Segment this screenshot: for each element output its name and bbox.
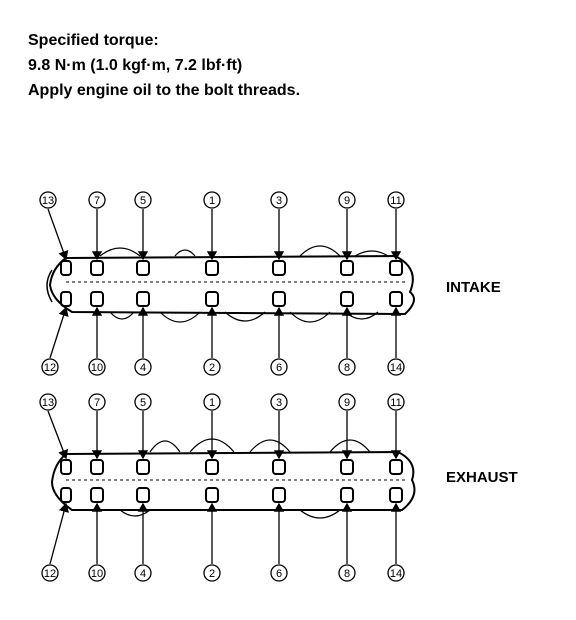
exhaust-bottom-number: 14 xyxy=(390,568,402,580)
exhaust-top-number: 11 xyxy=(390,397,401,409)
exhaust-bottom-number: 10 xyxy=(91,568,103,580)
exhaust-label: EXHAUST xyxy=(446,469,518,486)
exhaust-top-number-circle xyxy=(270,393,288,411)
exhaust-top-number-circle xyxy=(88,393,106,411)
intake-camshaft-holder xyxy=(46,245,415,323)
intake-top-number-circle xyxy=(387,191,405,209)
exhaust-bolt-lower xyxy=(272,487,286,503)
exhaust-top-number-circle xyxy=(338,393,356,411)
exhaust-top-number: 5 xyxy=(140,397,146,409)
exhaust-top-number-circle xyxy=(39,393,57,411)
exhaust-top-number: 13 xyxy=(42,397,54,409)
intake-bolt-upper xyxy=(136,260,150,276)
exhaust-bolt-lower xyxy=(136,487,150,503)
intake-bolt-lower xyxy=(340,291,354,307)
intake-top-number: 7 xyxy=(94,195,100,207)
exhaust-bottom-number-circle xyxy=(88,564,106,582)
exhaust-bolt-upper xyxy=(136,459,150,475)
exhaust-bottom-number: 12 xyxy=(44,568,56,580)
exhaust-bolt-upper xyxy=(340,459,354,475)
intake-bottom-number: 10 xyxy=(91,362,103,374)
exhaust-top-number-circle xyxy=(387,393,405,411)
exhaust-bolt-lower xyxy=(90,487,104,503)
exhaust-bolt-lower xyxy=(389,487,403,503)
intake-bottom-number-circle xyxy=(270,358,288,376)
exhaust-bolt-lower xyxy=(340,487,354,503)
intake-bottom-number: 14 xyxy=(390,362,402,374)
exhaust-bolt-upper xyxy=(272,459,286,475)
intake-bolt-lower xyxy=(136,291,150,307)
intake-top-number-circle xyxy=(203,191,221,209)
intake-bolt-lower xyxy=(90,291,104,307)
intake-top-number: 11 xyxy=(390,195,401,207)
intake-top-number-circle xyxy=(270,191,288,209)
exhaust-bottom-number: 4 xyxy=(140,568,146,580)
exhaust-top-number-circle xyxy=(134,393,152,411)
exhaust-bottom-number-circle xyxy=(134,564,152,582)
intake-top-number: 13 xyxy=(42,195,54,207)
exhaust-camshaft-holder xyxy=(50,438,416,519)
intake-label: INTAKE xyxy=(446,279,501,296)
spec-note: Apply engine oil to the bolt threads. xyxy=(28,82,301,99)
intake-bottom-number-circle xyxy=(88,358,106,376)
spec-value: 9.8 N·m (1.0 kgf·m, 7.2 lbf·ft) xyxy=(28,57,243,74)
intake-bottom-number-circle xyxy=(134,358,152,376)
intake-bottom-number-circle xyxy=(41,358,59,376)
exhaust-bolt-upper xyxy=(90,459,104,475)
exhaust-bottom-number-circle xyxy=(270,564,288,582)
intake-bolt-upper xyxy=(340,260,354,276)
intake-bottom-number: 12 xyxy=(44,362,56,374)
exhaust-bolt-upper xyxy=(205,459,219,475)
intake-bolt-upper xyxy=(205,260,219,276)
intake-top-number: 5 xyxy=(140,195,146,207)
intake-top-number-circle xyxy=(338,191,356,209)
intake-top-number-circle xyxy=(39,191,57,209)
intake-bottom-number: 4 xyxy=(140,362,146,374)
exhaust-bottom-number-circle xyxy=(41,564,59,582)
intake-bottom-number: 8 xyxy=(344,362,350,374)
exhaust-top-number-circle xyxy=(203,393,221,411)
exhaust-bolt-upper xyxy=(60,459,72,475)
intake-bottom-number-circle xyxy=(203,358,221,376)
exhaust-bottom-number: 6 xyxy=(276,568,282,580)
intake-bolt-upper xyxy=(389,260,403,276)
exhaust-bottom-number-circle xyxy=(338,564,356,582)
exhaust-bottom-number-circle xyxy=(203,564,221,582)
exhaust-bottom-number: 8 xyxy=(344,568,350,580)
exhaust-top-number: 1 xyxy=(209,397,215,409)
intake-bottom-number: 2 xyxy=(209,362,215,374)
torque-spec-text: Specified torque: 9.8 N·m (1.0 kgf·m, 7.… xyxy=(28,28,300,103)
intake-bolt-upper xyxy=(60,260,72,276)
intake-top-number-circle xyxy=(134,191,152,209)
exhaust-bolt-upper xyxy=(389,459,403,475)
spec-title: Specified torque: xyxy=(28,32,159,49)
intake-top-number-circle xyxy=(88,191,106,209)
intake-bolt-upper xyxy=(272,260,286,276)
intake-bottom-number-circle xyxy=(387,358,405,376)
intake-top-number: 1 xyxy=(209,195,215,207)
exhaust-bottom-number: 2 xyxy=(209,568,215,580)
intake-top-number: 3 xyxy=(276,195,282,207)
intake-bolt-lower xyxy=(272,291,286,307)
exhaust-top-arrow xyxy=(47,410,69,460)
intake-bolt-lower xyxy=(205,291,219,307)
intake-bottom-arrow xyxy=(49,306,69,359)
intake-top-arrow xyxy=(47,208,69,261)
exhaust-bolt-lower xyxy=(60,487,72,503)
exhaust-bottom-number-circle xyxy=(387,564,405,582)
exhaust-top-number: 3 xyxy=(276,397,282,409)
exhaust-bolt-lower xyxy=(205,487,219,503)
intake-bottom-number: 6 xyxy=(276,362,282,374)
intake-bottom-number-circle xyxy=(338,358,356,376)
intake-bolt-lower xyxy=(389,291,403,307)
intake-bolt-lower xyxy=(60,291,72,307)
intake-bolt-upper xyxy=(90,260,104,276)
exhaust-top-number: 7 xyxy=(94,397,100,409)
intake-top-number: 9 xyxy=(344,195,350,207)
exhaust-bottom-arrow xyxy=(49,502,70,565)
exhaust-top-number: 9 xyxy=(344,397,350,409)
